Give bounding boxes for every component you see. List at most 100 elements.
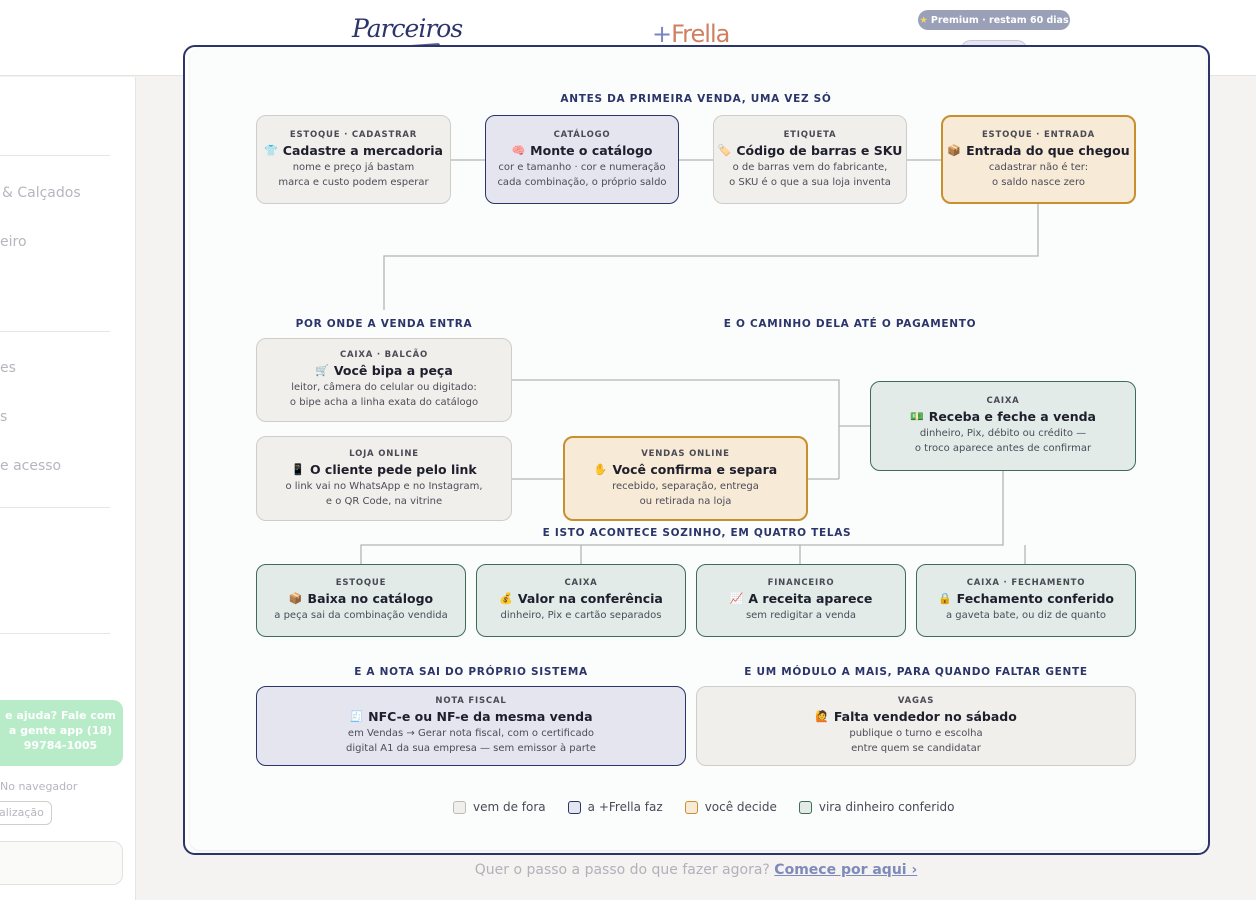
parceiros-logo-text: Parceiros: [352, 14, 463, 43]
help-whatsapp-card[interactable]: e ajuda? Fale com a gente app (18) 99784…: [0, 700, 123, 766]
node-title: 🧠Monte o catálogo: [511, 143, 652, 158]
node-title-text: Você confirma e separa: [612, 461, 778, 477]
node-title-text: Valor na conferência: [517, 591, 663, 606]
node-desc-line: e o QR Code, na vitrine: [325, 495, 443, 507]
sidebar-item-acesso[interactable]: e acesso: [0, 458, 62, 474]
node-description: o de barras vem do fabricante, o SKU é o …: [729, 160, 891, 190]
node-description: cadastrar não é ter: o saldo nasce zero: [989, 160, 1088, 190]
frella-logo-plus: +: [652, 20, 672, 48]
node-cadastre-mercadoria[interactable]: ESTOQUE · CADASTRAR 👕Cadastre a mercador…: [256, 115, 451, 204]
node-title: 💰 Valor na conferência: [499, 591, 663, 606]
node-title: 💵 Receba e feche a venda: [910, 409, 1096, 424]
browser-note: No navegador: [0, 780, 78, 793]
node-fechamento-conferido[interactable]: CAIXA · FECHAMENTO 🔒Fechamento conferido…: [916, 564, 1136, 637]
node-valor-conferencia[interactable]: CAIXA 💰Valor na conferência dinheiro, Pi…: [476, 564, 686, 637]
node-description: leitor, câmera do celular ou digitado: o …: [290, 380, 478, 410]
parceiros-logo[interactable]: Parceiros: [352, 14, 463, 53]
node-receita-aparece[interactable]: FINANCEIRO 📈A receita aparece sem redigi…: [696, 564, 906, 637]
money-bag-icon: 💰: [499, 592, 513, 605]
node-baixa-catalogo[interactable]: ESTOQUE 📦Baixa no catálogo a peça sai da…: [256, 564, 466, 637]
node-category: ETIQUETA: [783, 129, 837, 140]
node-desc-line: digital A1 da sua empresa — sem emissor …: [346, 743, 596, 754]
node-confirma-separa[interactable]: VENDAS ONLINE ✋ Você confirma e separa re…: [563, 436, 808, 521]
sidebar-item-financeiro[interactable]: eiro: [0, 234, 27, 250]
node-voce-bipa[interactable]: CAIXA · BALCÃO 🛒Você bipa a peça leitor,…: [256, 338, 512, 422]
node-category: CAIXA: [986, 396, 1020, 406]
node-title: 🏷️ Código de barras e SKU: [718, 143, 903, 158]
node-description: a gaveta bate, ou diz de quanto: [945, 610, 1107, 621]
node-codigo-barras[interactable]: ETIQUETA 🏷️ Código de barras e SKU o de b…: [713, 115, 907, 204]
sidebar-divider: [0, 331, 110, 332]
money-icon: 💵: [909, 410, 924, 423]
node-desc-line: nome e preço já bastam: [292, 161, 415, 173]
node-category: VENDAS ONLINE: [641, 448, 730, 459]
node-category: CAIXA: [564, 578, 598, 588]
node-title: 📱O cliente pede pelo link: [291, 462, 476, 477]
node-monte-catalogo[interactable]: CATÁLOGO 🧠Monte o catálogo cor e tamanho…: [485, 115, 679, 204]
legend-label: vem de fora: [473, 800, 546, 814]
frella-logo[interactable]: +Frella: [652, 20, 730, 48]
node-description: a peça sai da combinação vendida: [274, 610, 448, 621]
comece-por-aqui-link[interactable]: Comece por aqui ›: [774, 862, 918, 878]
section-heading-telas: E ISTO ACONTECE SOZINHO, EM QUATRO TELAS: [542, 527, 852, 539]
node-title: 🔒Fechamento conferido: [938, 591, 1114, 606]
node-description: o link vai no WhatsApp e no Instagram, e …: [285, 479, 482, 509]
legend-swatch: [567, 800, 581, 814]
legend-swatch: [453, 800, 466, 814]
node-receba-feche[interactable]: CAIXA 💵 Receba e feche a venda dinheiro, …: [870, 381, 1136, 471]
node-desc-line: leitor, câmera do celular ou digitado:: [291, 382, 477, 393]
node-category: ESTOQUE · ENTRADA: [981, 129, 1096, 140]
sidebar: & Calçados eiro es s e acesso e ajuda? F…: [0, 77, 136, 900]
legend-label: você decide: [704, 800, 777, 814]
node-description: publique o turno e escolha entre quem se …: [849, 726, 982, 756]
node-title-text: Falta vendedor no sábado: [833, 709, 1017, 724]
node-title-text: NFC-e ou NF-e da mesma venda: [368, 709, 593, 724]
node-title-text: Código de barras e SKU: [736, 142, 903, 158]
cart-icon: 🛒: [315, 364, 329, 377]
sidebar-item-4[interactable]: s: [0, 409, 8, 425]
sidebar-divider: [0, 507, 110, 508]
node-desc-line: ou retirada na loja: [639, 495, 732, 507]
node-desc-line: o SKU é o que a sua loja inventa: [729, 176, 891, 188]
node-title-text: Você bipa a peça: [333, 363, 453, 378]
receipt-icon: 🧾: [349, 710, 364, 723]
node-cliente-link[interactable]: LOJA ONLINE 📱O cliente pede pelo link o …: [256, 436, 512, 521]
sidebar-bottom-panel: [0, 841, 123, 885]
node-desc-line: cadastrar não é ter:: [988, 161, 1089, 173]
node-category: ESTOQUE: [335, 578, 387, 588]
node-title-text: Receba e feche a venda: [928, 409, 1096, 424]
lock-icon: 🔒: [937, 592, 952, 605]
node-category: VAGAS: [897, 696, 935, 706]
node-nota-fiscal[interactable]: NOTA FISCAL 🧾NFC-e ou NF-e da mesma vend…: [256, 686, 686, 766]
update-button[interactable]: alização: [0, 801, 52, 825]
node-entrada-chegou[interactable]: ESTOQUE · ENTRADA 📦Entrada do que chegou…: [941, 115, 1136, 204]
node-desc-line: entre quem se candidatar: [851, 743, 981, 754]
node-desc-line: o saldo nasce zero: [992, 176, 1085, 188]
premium-trial-badge[interactable]: ★ Premium · restam 60 dias: [918, 10, 1070, 30]
section-heading-modulo: E UM MÓDULO A MAIS, PARA QUANDO FALTAR G…: [744, 666, 1088, 678]
brain-icon: 🧠: [511, 143, 526, 157]
raising-hand-icon: 🙋: [815, 710, 829, 723]
node-description: dinheiro, Pix, débito ou crédito —o troc…: [915, 426, 1091, 456]
node-desc-line: o bipe acha a linha exata do catálogo: [289, 397, 479, 408]
node-title: 🛒 Você bipa a peça: [315, 363, 453, 378]
legend: vem de fora a +Frella faz você decide vi…: [453, 800, 954, 814]
sidebar-divider: [0, 155, 110, 156]
node-desc-line: o link vai no WhatsApp e no Instagram,: [285, 480, 483, 492]
shirt-icon: 👕: [264, 143, 278, 157]
star-icon: ★: [919, 14, 928, 26]
section-heading-nota: E A NOTA SAI DO PRÓPRIO SISTEMA: [354, 666, 588, 678]
node-desc-line: o de barras vem do fabricante,: [732, 161, 888, 173]
tag-icon: 🏷️: [717, 143, 732, 157]
node-title-text: A receita aparece: [748, 591, 873, 606]
package-icon: 📦: [947, 143, 962, 157]
node-vagas[interactable]: VAGAS 🙋 Falta vendedor no sábado publique…: [696, 686, 1136, 766]
node-desc-line: publique o turno e escolha: [849, 728, 983, 739]
sidebar-item-calcados[interactable]: & Calçados: [2, 185, 81, 201]
node-desc-line: dinheiro, Pix, débito ou crédito —: [919, 428, 1087, 439]
hand-icon: ✋: [593, 462, 608, 476]
sidebar-item-3[interactable]: es: [0, 360, 16, 376]
